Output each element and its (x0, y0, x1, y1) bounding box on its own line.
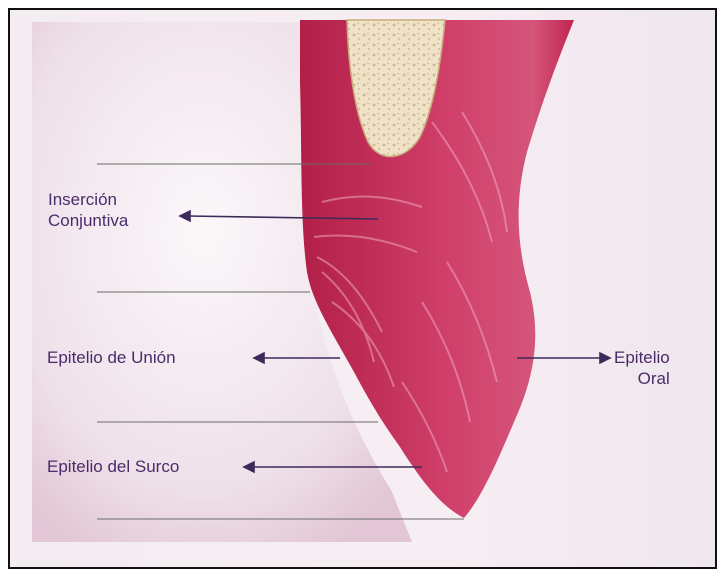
label-insercion-line2: Conjuntiva (48, 210, 128, 231)
label-epitelio-oral: Epitelio Oral (614, 347, 670, 389)
gingiva-illustration (10, 10, 717, 569)
diagram-frame: Inserción Conjuntiva Epitelio de Unión E… (8, 8, 717, 569)
label-insercion-line1: Inserción (48, 189, 128, 210)
label-epitelio-oral-line1: Epitelio (614, 347, 670, 368)
label-epitelio-oral-line2: Oral (614, 368, 670, 389)
label-epitelio-surco: Epitelio del Surco (47, 456, 179, 477)
label-epitelio-union: Epitelio de Unión (47, 347, 176, 368)
label-insercion-conjuntiva: Inserción Conjuntiva (48, 189, 128, 231)
